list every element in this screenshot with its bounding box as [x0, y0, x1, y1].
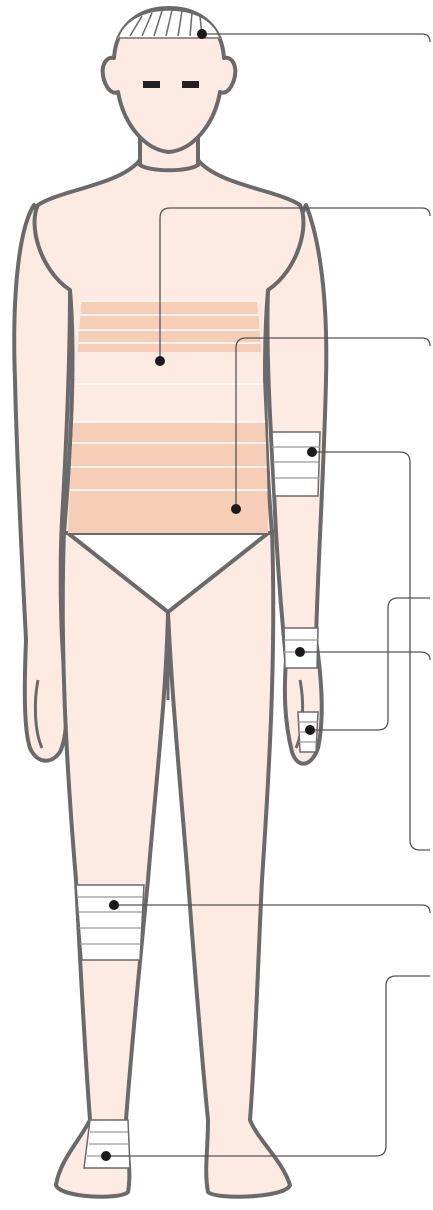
body-silhouette [14, 8, 326, 1197]
marker-knee [109, 900, 119, 910]
right-leg [168, 530, 290, 1197]
marker-wrist [295, 647, 305, 657]
marker-hand [305, 725, 315, 735]
marker-forearm [307, 447, 317, 457]
left-arm [14, 205, 70, 761]
leader-line-head [202, 34, 430, 42]
forearm-bandage [272, 432, 320, 496]
knee-bandage [76, 885, 144, 960]
marker-ankle [101, 1151, 111, 1161]
left-leg [56, 530, 168, 1197]
marker-chest [155, 356, 165, 366]
leader-line-hand [310, 598, 430, 730]
right-eye [182, 81, 199, 88]
leader-line-knee [114, 905, 430, 913]
marker-abdomen [231, 504, 241, 514]
leader-line-forearm [312, 452, 430, 850]
leader-line-ankle [106, 976, 430, 1156]
chest-bandage [60, 300, 280, 352]
torso-bandages [60, 300, 280, 533]
abdomen-bandage [60, 422, 280, 533]
marker-head [197, 29, 207, 39]
left-eye [143, 81, 160, 88]
